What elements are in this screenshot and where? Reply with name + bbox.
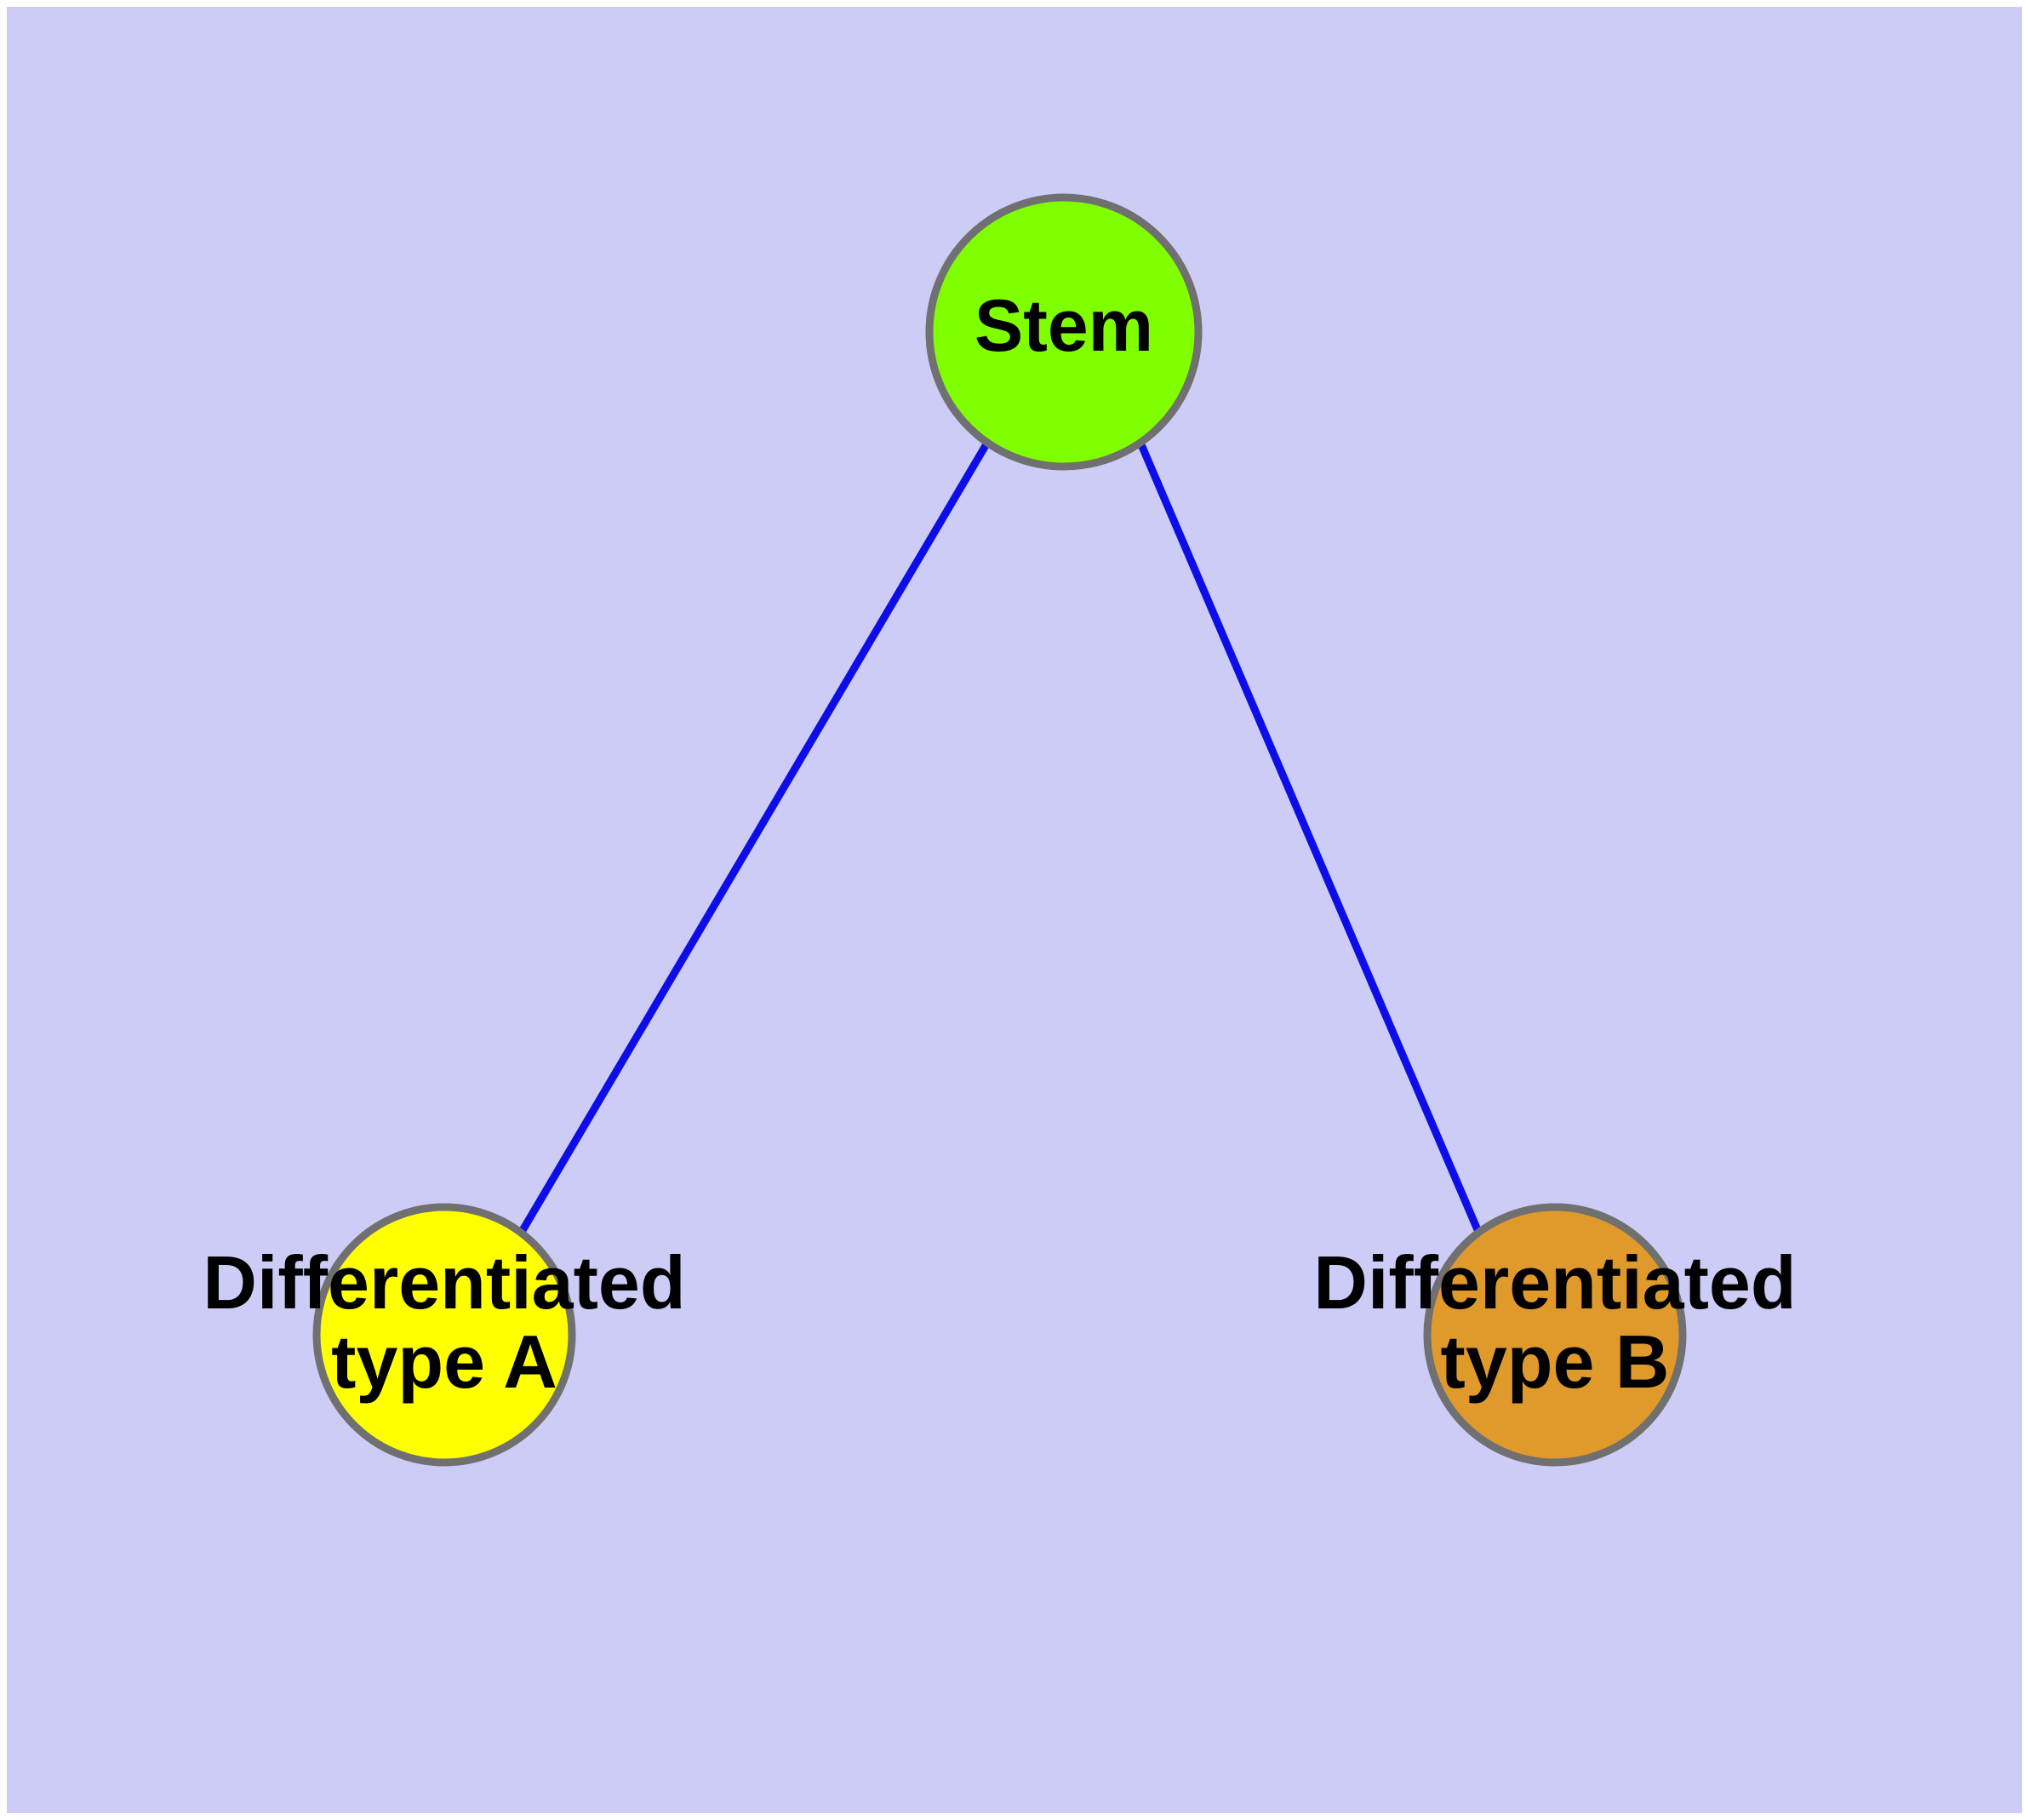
node-layer [312, 193, 1687, 1467]
edge-stem-to-differentiated-type-b [1136, 441, 1483, 1233]
edge-stem-to-differentiated-type-a [518, 440, 991, 1234]
edge-layer [518, 440, 1483, 1234]
node-differentiated-type-b[interactable] [1423, 1203, 1687, 1467]
node-differentiated-type-a[interactable] [312, 1203, 576, 1467]
node-stem[interactable] [925, 193, 1203, 471]
